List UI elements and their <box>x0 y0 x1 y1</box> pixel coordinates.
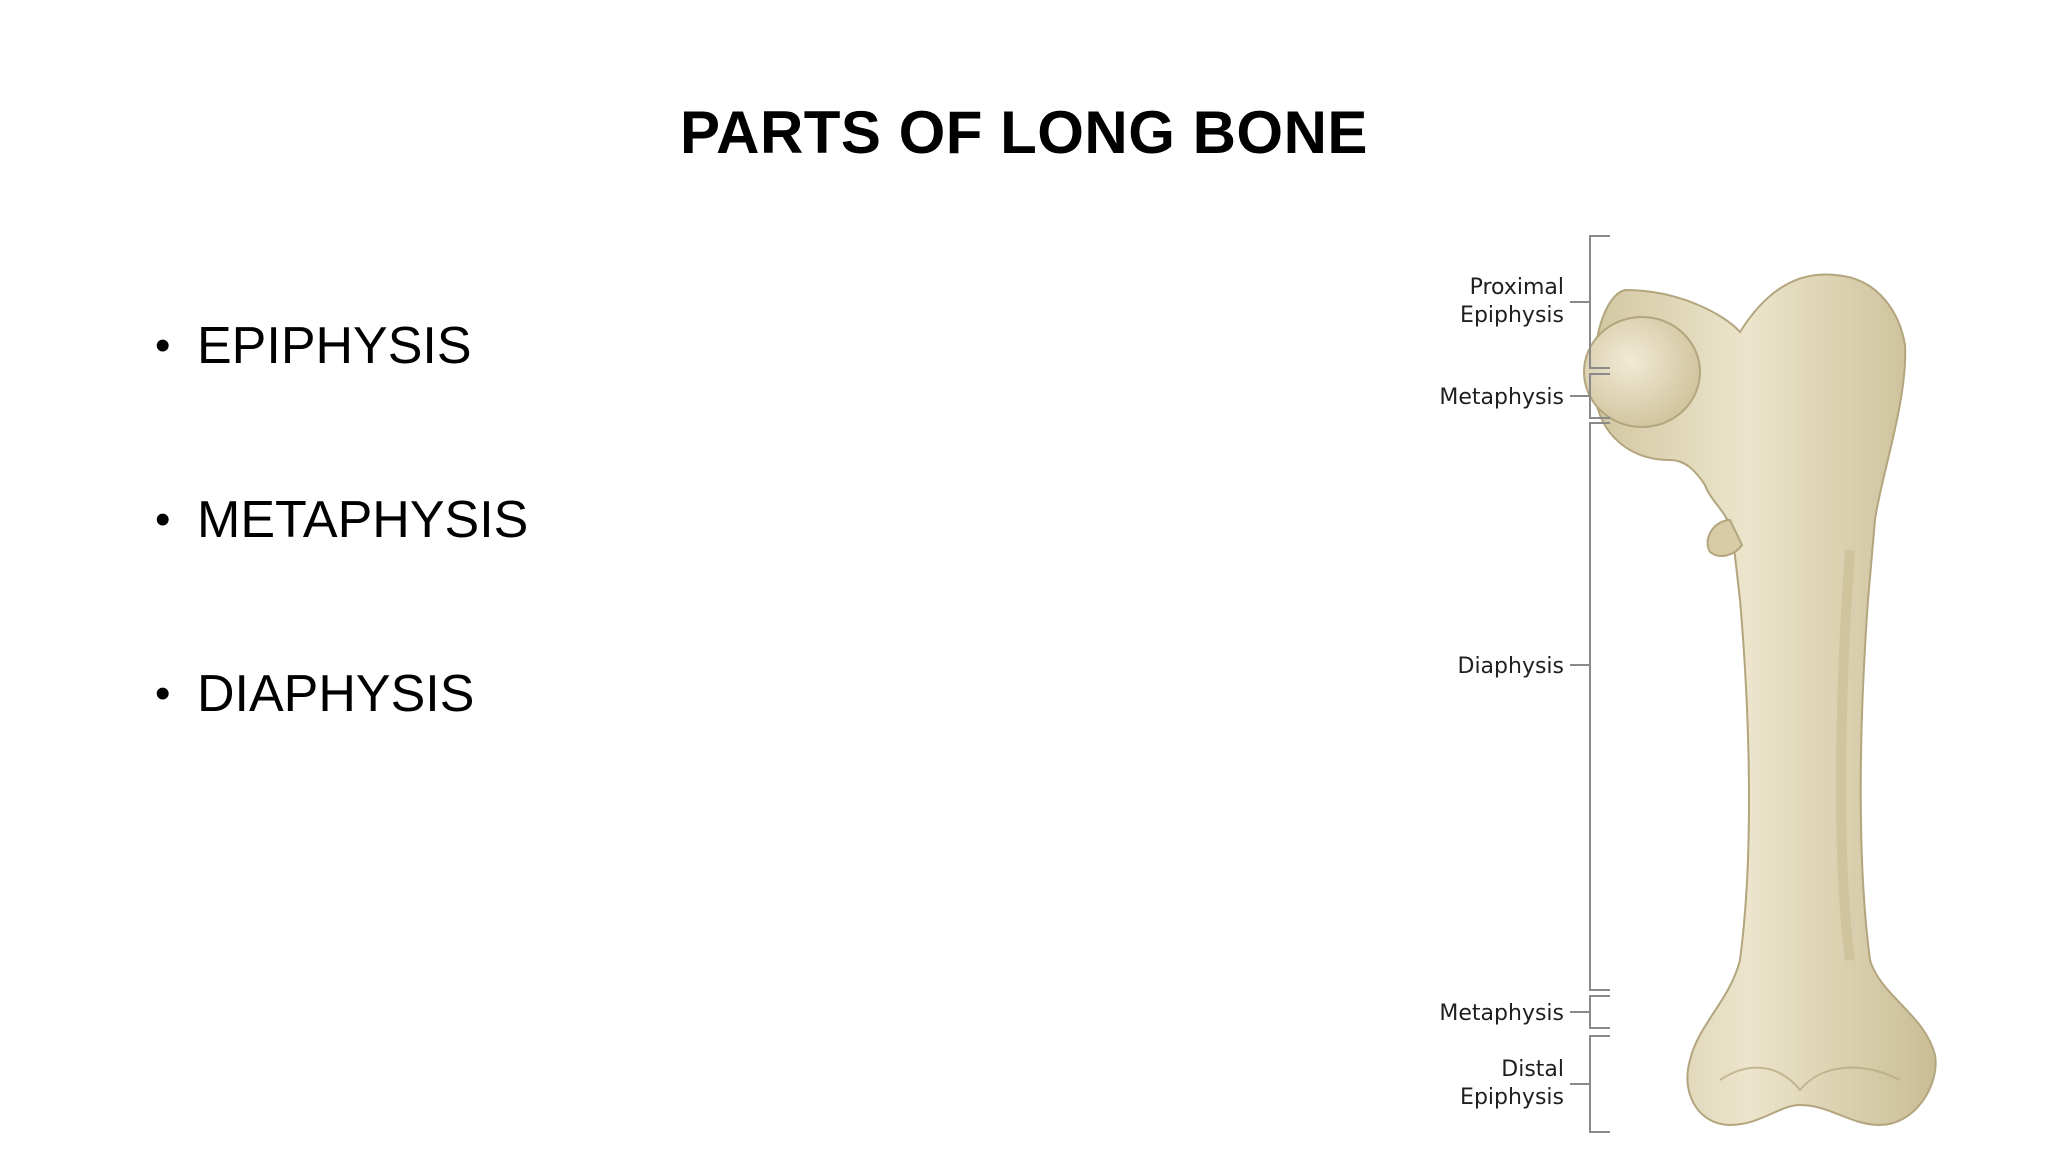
label-diaphysis: Diaphysis <box>1458 654 1565 679</box>
bullet-item-diaphysis: • DIAPHYSIS <box>155 658 528 832</box>
label-epiphysis-distal: Epiphysis <box>1460 1085 1564 1110</box>
slide-title: PARTS OF LONG BONE <box>680 99 1368 166</box>
femur-bone <box>1583 273 1937 1127</box>
bracket-metaphysis-lower <box>1589 995 1610 1029</box>
bullet-item-metaphysis: • METAPHYSIS <box>155 484 528 658</box>
femur-illustration: Proximal Epiphysis Metaphysis Diaphysis … <box>1439 235 1937 1133</box>
bracket-group <box>1570 235 1610 1133</box>
label-epiphysis-proximal: Epiphysis <box>1460 303 1564 328</box>
bullet-list: • EPIPHYSIS • METAPHYSIS • DIAPHYSIS <box>155 310 528 832</box>
label-metaphysis-upper: Metaphysis <box>1439 385 1564 410</box>
label-distal: Distal <box>1501 1057 1564 1082</box>
bracket-diaphysis <box>1589 422 1610 991</box>
bullet-dot-icon: • <box>155 495 171 544</box>
bracket-distal-epiphysis <box>1589 1035 1610 1133</box>
bullet-dot-icon: • <box>155 321 171 370</box>
label-proximal: Proximal <box>1470 275 1564 300</box>
femoral-head-shape <box>1583 316 1701 428</box>
shaft-shading-shape <box>1836 549 1855 961</box>
lesser-trochanter-shape <box>1706 518 1744 557</box>
bullet-label: METAPHYSIS <box>197 491 529 549</box>
femur-diagram: Proximal Epiphysis Metaphysis Diaphysis … <box>1380 220 2000 1140</box>
femur-body-shape <box>1593 273 1937 1127</box>
bullet-dot-icon: • <box>155 669 171 718</box>
bullet-label: EPIPHYSIS <box>197 317 472 375</box>
bullet-item-epiphysis: • EPIPHYSIS <box>155 310 528 484</box>
bullet-label: DIAPHYSIS <box>197 665 475 723</box>
bracket-labels: Proximal Epiphysis Metaphysis Diaphysis … <box>1439 275 1564 1110</box>
condyle-line-shape <box>1719 1066 1901 1092</box>
label-metaphysis-lower: Metaphysis <box>1439 1001 1564 1026</box>
